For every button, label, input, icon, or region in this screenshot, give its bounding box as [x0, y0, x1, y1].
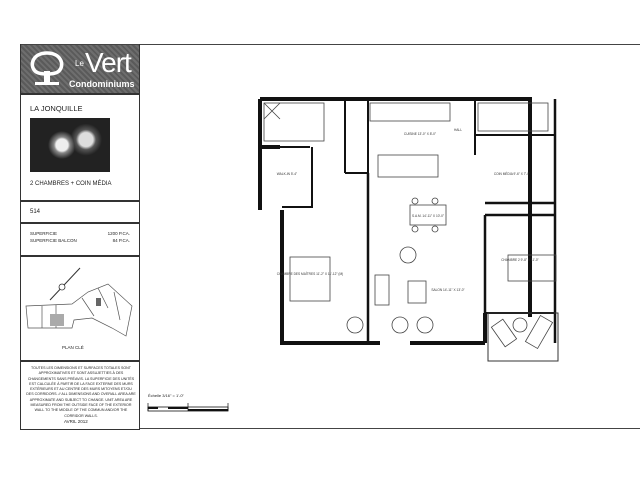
balcony-area-label: SUPERFICIE BALCON	[30, 238, 77, 243]
divider	[20, 255, 140, 257]
room-media: COIN MÉDIA 9'-6" X 7'-0"	[494, 171, 530, 176]
top-rule	[20, 44, 640, 45]
divider	[20, 200, 140, 202]
key-plan-label: PLAN CLÉ	[62, 345, 84, 350]
info-panel	[20, 44, 140, 430]
room-cuisine: CUISINE 13'-0" X 8'-0"	[404, 132, 436, 136]
area-value: 1200 P.CA.	[107, 231, 130, 236]
date: AVRIL 2012	[64, 419, 88, 424]
floor-plan: CUISINE 13'-0" X 8'-0" S.A.M. 14'-11" X …	[258, 97, 559, 362]
model-name: LA JONQUILLE	[30, 104, 83, 113]
divider	[20, 360, 140, 362]
brand-sub: Condominiums	[69, 79, 135, 89]
divider	[20, 93, 140, 95]
area-label: SUPERFICIE	[30, 231, 58, 236]
balcony-area-value: 84 P.CA.	[112, 238, 130, 243]
room-sam: S.A.M. 14'-11" X 10'-0"	[412, 214, 444, 218]
brand-name: Vert	[85, 47, 132, 78]
room-master: CHAMBRE DES MAÎTRES 11'-2" X 11'-12" (M)	[277, 272, 343, 276]
bottom-rule	[140, 428, 640, 429]
room-salon: SALON 14'-11" X 13'-0"	[431, 288, 464, 292]
unit-number: 514	[30, 209, 41, 215]
unit-type: 2 CHAMBRES + COIN MÉDIA	[30, 181, 112, 187]
key-plan-drawing	[25, 267, 133, 337]
brand-le: Le	[75, 59, 84, 68]
brand-logo: Le Vert Condominiums	[21, 45, 139, 93]
disclaimer-notes: TOUTES LES DIMENSIONS ET SURFACES TOTALE…	[26, 366, 136, 418]
flower-photo	[30, 118, 110, 172]
room-hall: HALL	[454, 128, 462, 132]
room-walkin: WALK-IN 5'-4"	[277, 172, 297, 176]
scale-label: Échelle 3/16" = 1'-0"	[148, 393, 184, 398]
divider	[20, 222, 140, 224]
scale-bar	[147, 403, 229, 412]
room-chambre2: CHAMBRE 2 9'-8" X 11'-0"	[501, 258, 539, 262]
tree-icon	[30, 51, 64, 85]
